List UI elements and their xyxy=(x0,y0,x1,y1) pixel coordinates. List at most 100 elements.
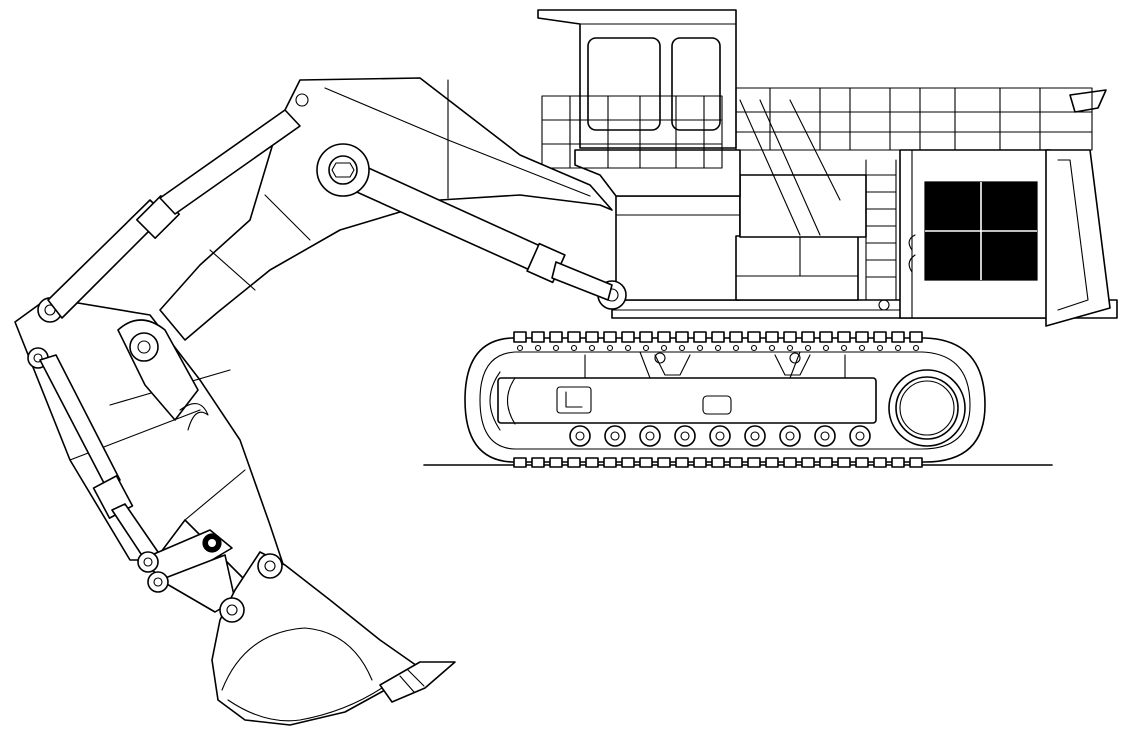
bottom-roller-hub xyxy=(646,432,654,440)
track-belt-outer xyxy=(465,338,985,462)
stick-cylinder xyxy=(48,110,300,318)
track-shoe xyxy=(550,332,562,342)
track-shoe xyxy=(892,332,904,342)
track-shoe xyxy=(694,332,706,342)
bottom-roller-hub xyxy=(611,432,619,440)
bucket-tooth-adapter-lines xyxy=(400,670,424,692)
boom-cylinder-top-pin-nut xyxy=(332,163,354,177)
bucket-lip-line xyxy=(228,688,382,721)
boom-stiffener-3 xyxy=(265,195,310,240)
bottom-roller-hub xyxy=(716,432,724,440)
stair-rails xyxy=(740,100,840,235)
track-shoe xyxy=(874,458,886,467)
upper-structure xyxy=(538,10,1117,326)
track-shoe xyxy=(604,458,616,467)
track-link-pin xyxy=(788,346,793,351)
track-shoe xyxy=(568,332,580,342)
track-shoe xyxy=(910,332,922,342)
track-shoe xyxy=(532,458,544,467)
counterweight xyxy=(1046,150,1110,326)
track-shoe xyxy=(586,458,598,467)
track-shoe xyxy=(820,332,832,342)
stick-pin-2-inner xyxy=(34,354,42,362)
hose-loops xyxy=(909,235,915,272)
boom-stiffener-2 xyxy=(210,250,255,290)
bucket-inner-curve xyxy=(222,628,372,690)
track-shoe xyxy=(766,458,778,467)
track-shoe xyxy=(622,332,634,342)
track-shoes-top xyxy=(514,332,922,351)
stick-cylinder-barrel xyxy=(160,110,300,214)
track-link-pin xyxy=(626,346,631,351)
bottom-roller xyxy=(780,426,800,446)
bottom-roller-hub xyxy=(856,432,864,440)
link-pin-2 xyxy=(148,572,168,592)
bottom-roller xyxy=(675,426,695,446)
track-shoe xyxy=(712,332,724,342)
bottom-roller xyxy=(815,426,835,446)
machinery-house-mid xyxy=(736,236,858,300)
bucket-cylinder xyxy=(40,355,158,560)
track-link-pin xyxy=(590,346,595,351)
track-shoe xyxy=(820,458,832,467)
track-shoe xyxy=(568,458,580,467)
track-link-pin xyxy=(734,346,739,351)
bucket-shell xyxy=(212,552,420,725)
boom-cylinder-top-pin-ring xyxy=(329,156,357,184)
carrier-roller-left xyxy=(655,353,665,363)
track-shoe xyxy=(874,332,886,342)
boom-body xyxy=(160,78,612,340)
track-shoe xyxy=(838,458,850,467)
track-shoe xyxy=(892,458,904,467)
link-pin-1 xyxy=(138,552,158,572)
bucket-pin-top xyxy=(258,554,282,578)
track-shoe xyxy=(640,458,652,467)
bucket-pin-hinge xyxy=(220,598,244,622)
bucket-tooth xyxy=(380,662,455,702)
track-shoe xyxy=(712,458,724,467)
track-shoe xyxy=(838,332,850,342)
track-shoe xyxy=(766,332,778,342)
track-link-pin xyxy=(572,346,577,351)
boom-cylinder-rod xyxy=(552,262,612,300)
track-shoe xyxy=(856,458,868,467)
bottom-roller xyxy=(605,426,625,446)
track-link-pin xyxy=(608,346,613,351)
carbody-struts xyxy=(585,352,845,378)
track-link-pin xyxy=(716,346,721,351)
link-pin-2-inner xyxy=(154,578,162,586)
track-link-pin xyxy=(752,346,757,351)
carrier-bracket-left xyxy=(655,355,690,375)
track-shoe xyxy=(658,332,670,342)
track-shoe xyxy=(748,458,760,467)
operator-cab xyxy=(538,10,736,148)
drive-sprocket xyxy=(889,370,965,446)
bottom-roller-hub xyxy=(576,432,584,440)
track-link-pin xyxy=(896,346,901,351)
track-frame-hatch-handle xyxy=(566,392,582,407)
track-link-pin xyxy=(680,346,685,351)
track-shoe xyxy=(658,458,670,467)
track-shoe xyxy=(802,458,814,467)
link-pin-black-inner xyxy=(208,539,216,547)
cab-window-right xyxy=(672,38,720,130)
track-shoe xyxy=(676,458,688,467)
walkway-module xyxy=(740,175,866,237)
bottom-roller xyxy=(570,426,590,446)
access-ladder xyxy=(866,160,896,300)
carrier-bracket-right xyxy=(775,355,810,375)
boom-top-lug-pin xyxy=(296,94,308,106)
track-shoe xyxy=(730,332,742,342)
radiator-grille xyxy=(925,182,1037,280)
boom-stick-pin xyxy=(130,333,158,361)
stick-arm xyxy=(15,298,285,585)
bucket-linkage xyxy=(138,530,235,612)
track-shoes-bottom xyxy=(514,458,922,467)
bottom-roller xyxy=(640,426,660,446)
bucket-pin-top-inner xyxy=(265,561,275,571)
boom-cylinder-top-pin-lug xyxy=(317,144,369,196)
cab-pedestal xyxy=(575,150,740,196)
bottom-roller xyxy=(710,426,730,446)
track-shoe xyxy=(532,332,544,342)
